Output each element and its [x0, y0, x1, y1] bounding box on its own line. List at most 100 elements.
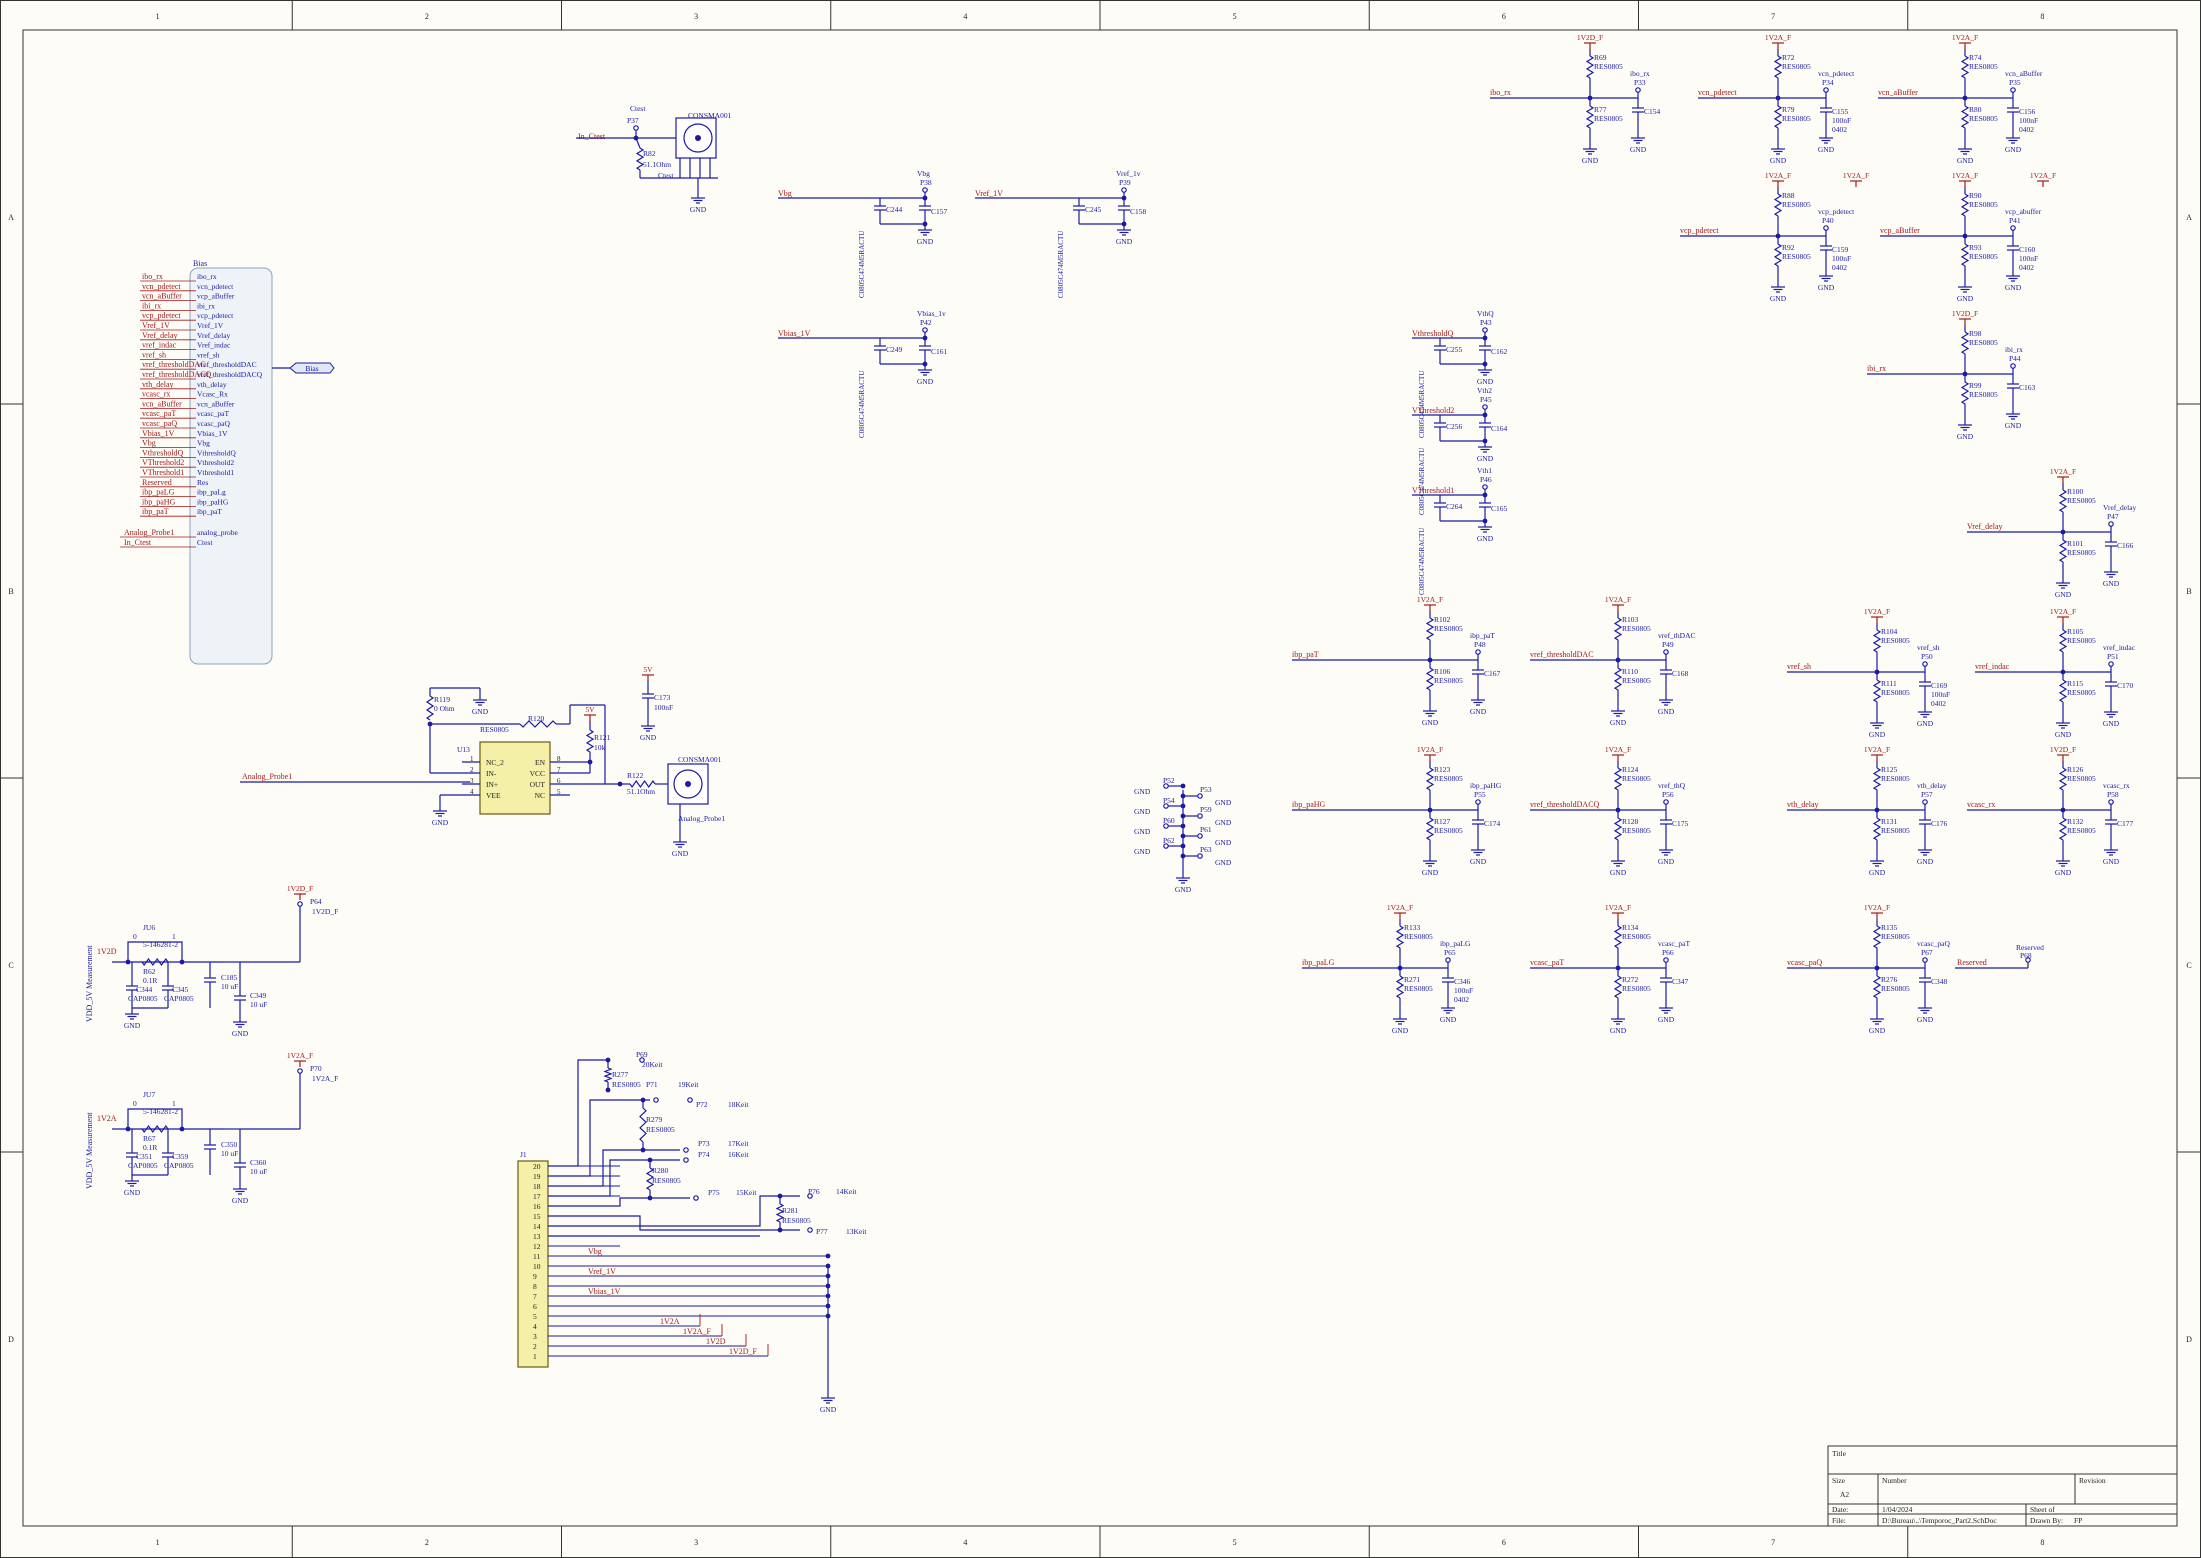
- net-label: 1V2A: [660, 1317, 680, 1326]
- sheet-entry: vcp_pdetect: [197, 311, 234, 320]
- cap-ref: C157: [931, 207, 948, 216]
- threshold-buffer-2: VThreshold1C0805C474M5RACTUC264Vth1P46C1…: [1412, 466, 1508, 595]
- probe-label: vcasc_paQ: [1917, 939, 1950, 948]
- junction-dot: [1180, 843, 1186, 849]
- power-port: 1V2D_F: [1952, 309, 1978, 325]
- ground-symbol: GND: [1957, 143, 1974, 165]
- probe-label: vref_thDAC: [1658, 631, 1696, 640]
- net-label: 1V2D_F: [729, 1347, 758, 1356]
- probe-ref: P58: [2107, 790, 2119, 799]
- gnd-label: GND: [2055, 590, 2072, 599]
- pin-number: 3: [533, 1332, 537, 1341]
- gnd-label: GND: [1818, 283, 1835, 292]
- res-ref: R102: [1434, 615, 1451, 624]
- capacitor-symbol: [1479, 502, 1491, 508]
- capacitor-symbol: [2105, 541, 2117, 547]
- probe-ref: P49: [1662, 640, 1674, 649]
- resistor-symbol: [603, 1067, 613, 1083]
- sheet-entry: vcn_pdetect: [197, 282, 234, 291]
- res-package: RES0805: [1881, 984, 1910, 993]
- sma-connector-ring: [673, 769, 703, 799]
- power-label: 5V: [643, 665, 653, 674]
- junction-dot: [825, 1293, 831, 1299]
- power-label: 1V2A_F: [1605, 745, 1631, 754]
- cap-value: 100nF: [654, 703, 673, 712]
- power-label: 1V2A_F: [1952, 171, 1978, 180]
- ground-symbol: GND: [1957, 419, 1974, 441]
- wire: [141, 957, 169, 967]
- res-ref: R100: [2067, 487, 2084, 496]
- probe-label: Vth2: [1477, 386, 1492, 395]
- net-label: vcn_aBuffer: [142, 399, 182, 408]
- net-label: VthresholdQ: [142, 448, 184, 457]
- probe-ref: P64: [310, 897, 322, 906]
- cap-package: 0402: [1454, 995, 1469, 1004]
- res-ref: R272: [1622, 975, 1639, 984]
- keit-label: 16Keit: [728, 1150, 749, 1159]
- probe-ref: P48: [1474, 640, 1486, 649]
- keit-label: P73: [698, 1139, 710, 1148]
- gnd-label: GND: [2005, 283, 2022, 292]
- probe-ref: P66: [1662, 948, 1674, 957]
- sheet-entry: Vthreshold2: [197, 458, 234, 467]
- wire: [1773, 55, 1783, 79]
- sma-connector-pin: [695, 135, 701, 141]
- gnd-label: GND: [1818, 145, 1835, 154]
- net-label: Vbias_1V: [778, 329, 811, 338]
- divider-9: vref_sh1V2A_FR104RES0805R111RES0805GNDvr…: [1787, 607, 1950, 739]
- vref-buffer-2: Vbias_1VC0805C474M5RACTUC249Vbias_1vP42C…: [778, 309, 948, 438]
- sheet-entry: ibp_paHG: [197, 497, 229, 506]
- zone-column: 4: [963, 12, 967, 21]
- net-label: Vbias_1V: [588, 1287, 621, 1296]
- capacitor-symbol: [204, 1144, 216, 1150]
- zone-column: 3: [694, 12, 698, 21]
- sheet-label: Sheet of: [2030, 1505, 2055, 1514]
- res-ref: R122: [627, 771, 644, 780]
- power-label: 1V2A_F: [1605, 903, 1631, 912]
- probe-label: vcp_abuffer: [2005, 207, 2042, 216]
- cap-package: 0402: [1931, 699, 1946, 708]
- res-package: RES0805: [1969, 200, 1998, 209]
- resistor-symbol: [775, 1203, 785, 1223]
- ground-symbol: GND: [1658, 844, 1675, 866]
- net-label: Vbg: [142, 439, 156, 448]
- probe-label: Vref_delay: [2103, 503, 2137, 512]
- ground-symbol: GND: [1477, 441, 1494, 463]
- cap-package: CAP0805: [128, 1161, 158, 1170]
- drawn-label: Drawn By:: [2030, 1516, 2063, 1525]
- junction-dot: [1180, 803, 1186, 809]
- keit-label: 18Keit: [728, 1100, 749, 1109]
- res-package: RES0805: [1782, 200, 1811, 209]
- res-ref: R119: [434, 695, 450, 704]
- power-label: 1V2A_F: [1843, 171, 1869, 180]
- power-port: 1V2A_F: [1417, 745, 1443, 761]
- junction-dot: [587, 759, 593, 765]
- inner-border: [22, 29, 2178, 1527]
- net-label: vref_sh: [1787, 662, 1811, 671]
- gnd-label: GND: [1470, 857, 1487, 866]
- capacitor-symbol: [1820, 245, 1832, 251]
- junction-dot: [777, 1193, 783, 1199]
- capacitor-symbol: [919, 205, 931, 211]
- probe-ref: P34: [1822, 78, 1834, 87]
- probe-label: 1V2D_F: [312, 907, 338, 916]
- sheet-entry: VthresholdQ: [197, 448, 236, 457]
- res-ref: R80: [1969, 105, 1982, 114]
- probe-label: Vbias_1v: [917, 309, 946, 318]
- ground-probes: GNDP52GNDP54GNDP60GNDP62P53GNDP59GNDP61G…: [1134, 776, 1232, 894]
- res-ref: R115: [2067, 679, 2083, 688]
- gnd-label: GND: [1658, 707, 1675, 716]
- ground-symbol: GND: [2005, 132, 2022, 154]
- zone-column: 2: [425, 1538, 429, 1547]
- res-ref: R131: [1881, 817, 1898, 826]
- sheet-entry: vcasc_paT: [197, 409, 229, 418]
- resistor-symbol: [519, 720, 557, 728]
- test-point: [2010, 87, 2016, 93]
- res-ref: R135: [1881, 923, 1898, 932]
- pin-number: 8: [557, 755, 561, 763]
- ground-symbol: GND: [2055, 577, 2072, 599]
- cap-ref: C249: [886, 345, 903, 354]
